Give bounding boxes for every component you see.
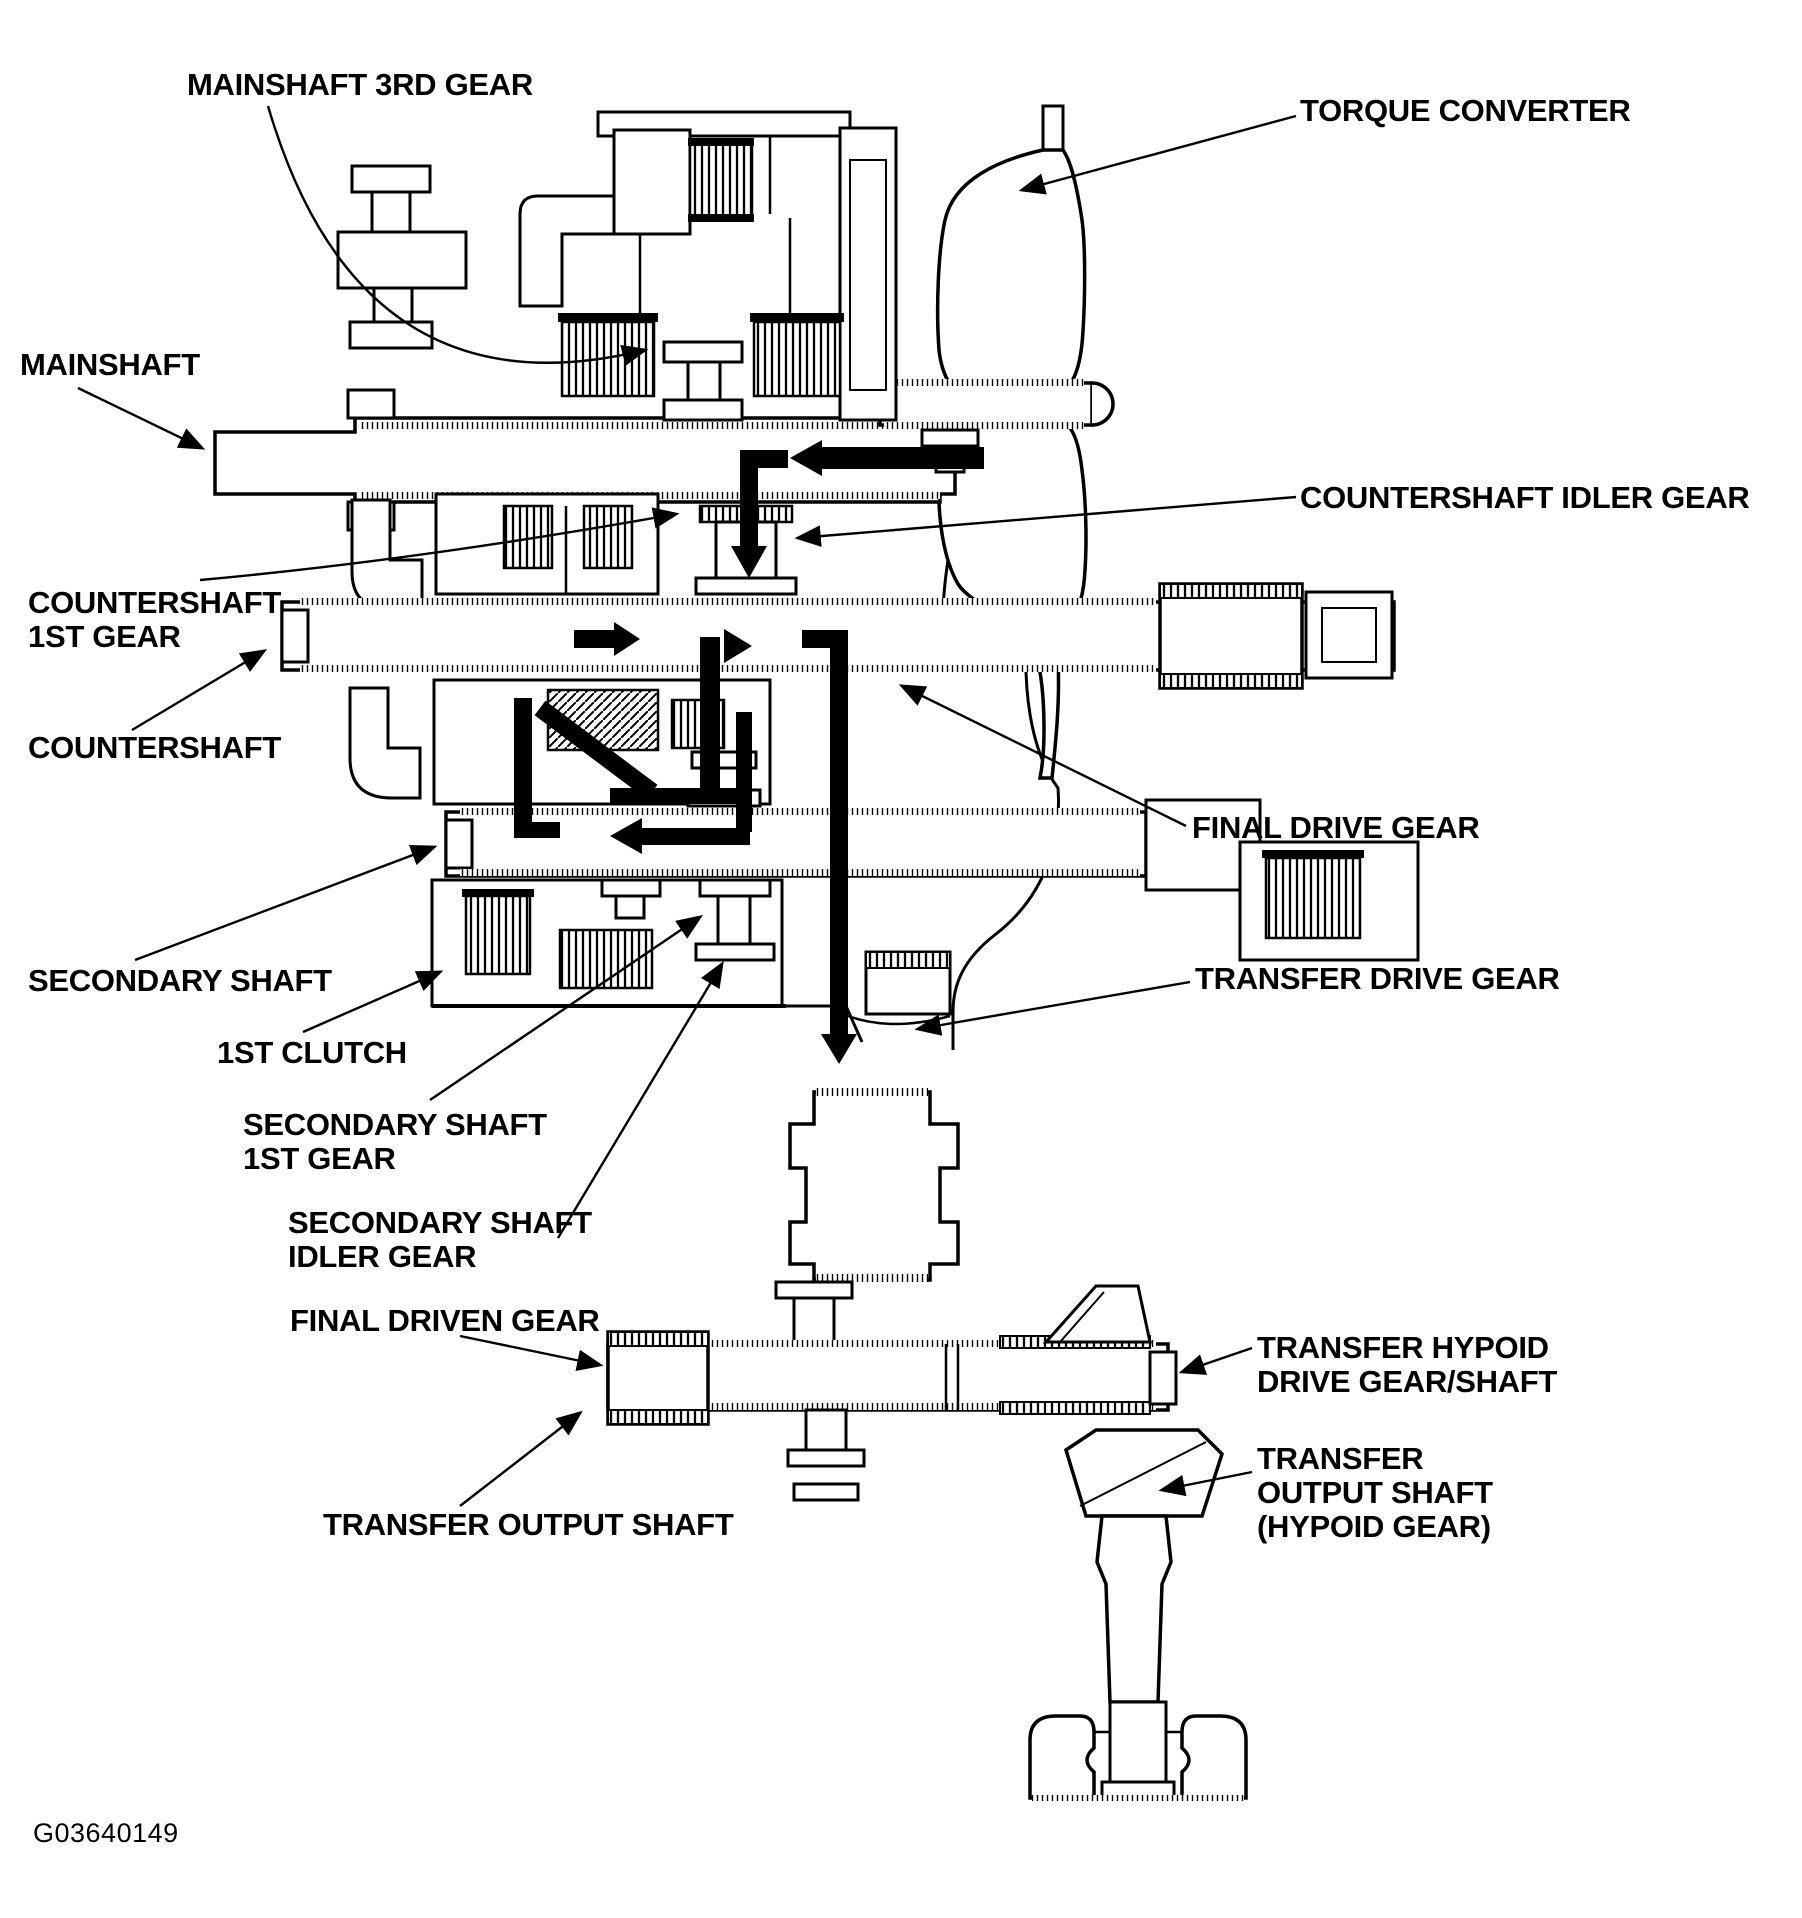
clutch-pack-3rd-left [560,320,656,398]
leader-lines [77,105,1297,1507]
mainshaft-shaft [213,388,957,532]
figure-code: G03640149 [33,1818,179,1848]
label-secondary-shaft: SECONDARY SHAFT [28,963,332,998]
mainshaft-tc-hub [878,379,1115,429]
leader-transfer-hypoid-drive-gear [1178,1346,1253,1375]
secondary-shaft-right-drum [1238,840,1420,962]
transfer-gear-block [788,1088,960,1282]
leader-torque-converter [1018,114,1297,195]
flow-path-first-clutch [514,698,752,854]
leader-secondary-shaft [134,844,438,962]
flow-arrow-down-to-idler [731,450,788,578]
leader-transfer-output-shaft-hypoid [1158,1470,1253,1497]
leader-final-driven-gear [459,1334,604,1371]
leader-mainshaft-3rd-gear [266,105,649,366]
mainshaft-3rd-gear-part [662,340,744,422]
vertical-output-shaft [1028,1514,1248,1801]
label-transfer-hypoid-drive-gear-shaft: TRANSFER HYPOID DRIVE GEAR/SHAFT [1257,1330,1558,1400]
label-countershaft: COUNTERSHAFT [28,730,281,765]
label-countershaft-idler-gear: COUNTERSHAFT IDLER GEAR [1300,480,1750,515]
transfer-output-hypoid-gear-part [1063,1428,1224,1518]
flow-arrow-up-to-countershaft [700,629,752,793]
power-flow-arrows [514,440,984,1064]
label-transfer-output-shaft: TRANSFER OUTPUT SHAFT [323,1507,734,1542]
countershaft-1st-gear-part [350,492,660,612]
label-secondary-shaft-1st-gear: SECONDARY SHAFT 1ST GEAR [243,1107,547,1177]
leader-countershaft-1st-gear [199,507,680,582]
final-drive-gear-part [1158,582,1304,690]
final-driven-gear-part [606,1330,710,1426]
leader-secondary-shaft-idler-gear [556,960,724,1239]
label-mainshaft: MAINSHAFT [20,347,200,382]
flow-arrow-down-to-transfer [802,630,857,1064]
label-countershaft-1st-gear: COUNTERSHAFT 1ST GEAR [28,585,281,655]
label-1st-clutch: 1ST CLUTCH [217,1035,407,1070]
label-secondary-shaft-idler-gear: SECONDARY SHAFT IDLER GEAR [288,1205,592,1275]
clutch-pack-3rd-right [752,320,842,398]
first-clutch-lower-drum [430,878,786,1008]
flow-arrow-mainshaft-left [790,440,984,476]
leader-mainshaft [77,386,206,450]
clutch-pack-4th [688,142,754,218]
leader-transfer-output-shaft [459,1410,583,1507]
label-transfer-output-shaft-hypoid-gear: TRANSFER OUTPUT SHAFT (HYPOID GEAR) [1257,1441,1493,1545]
leader-1st-clutch [302,970,444,1034]
label-torque-converter: TORQUE CONVERTER [1300,93,1631,128]
leader-transfer-drive-gear [914,980,1191,1036]
transfer-hypoid-drive-gear-part [999,1284,1178,1415]
label-final-drive-gear: FINAL DRIVE GEAR [1192,810,1480,845]
secondary-shaft-idler-gear-part [694,878,776,962]
label-mainshaft-3rd-gear: MAINSHAFT 3RD GEAR [187,67,533,102]
output-flange [1028,1700,1248,1801]
reverse-idler-gear [336,164,468,350]
leader-countershaft-idler-gear [794,495,1297,547]
leader-countershaft [131,649,268,732]
transfer-output-shaft-assembly [606,1280,1224,1518]
label-final-driven-gear: FINAL DRIVEN GEAR [290,1303,600,1338]
flow-arrow-countershaft-right-small [574,622,640,656]
leader-secondary-shaft-1st-gear [429,914,703,1101]
transfer-drive-gear-part [847,950,952,1026]
leader-final-drive-gear [898,684,1187,828]
mainshaft-clutch-assembly [518,110,980,474]
label-transfer-drive-gear: TRANSFER DRIVE GEAR [1195,961,1560,996]
secondary-shaft-shaft [444,798,1262,892]
